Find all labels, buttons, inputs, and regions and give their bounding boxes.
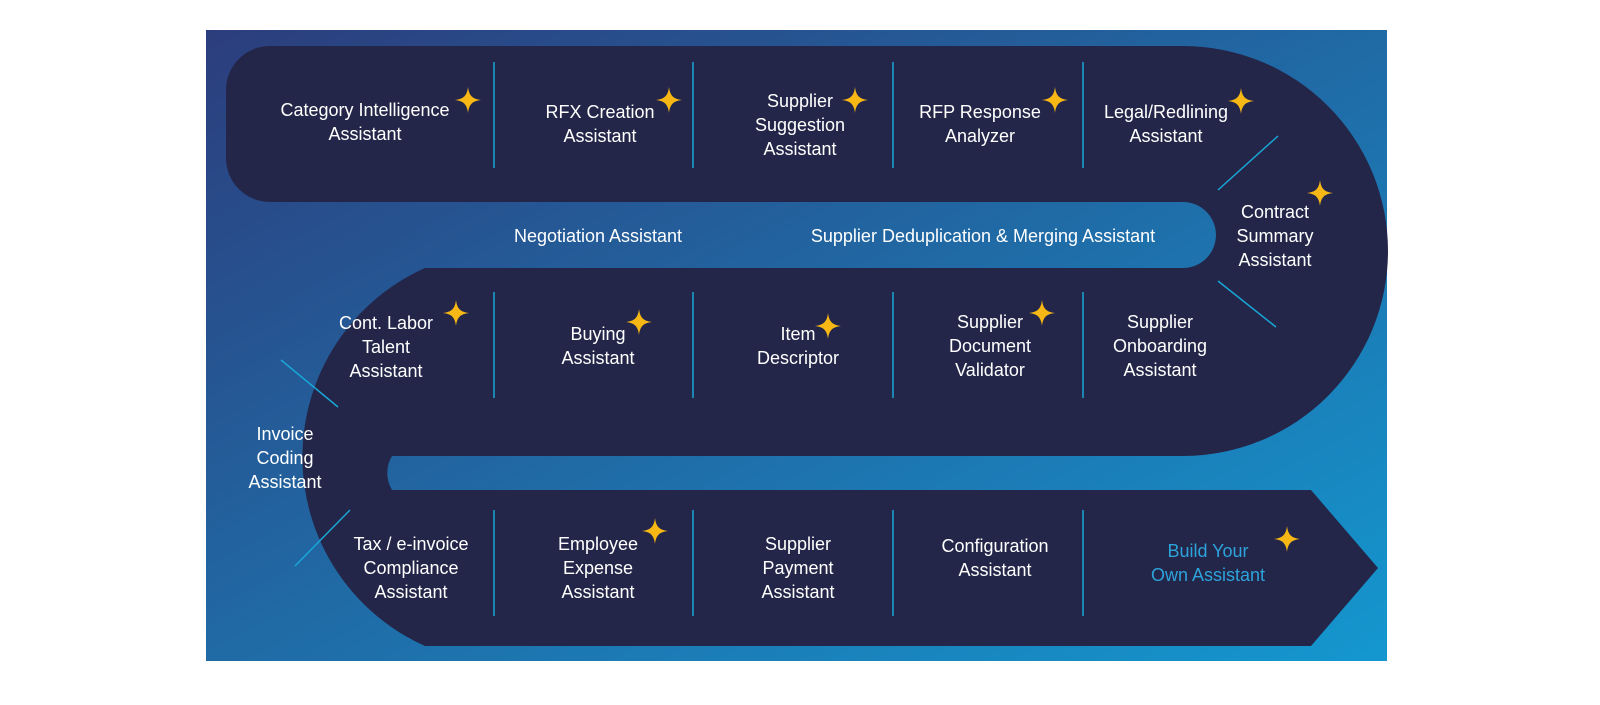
divider-curve-left-lower xyxy=(294,509,351,567)
bottom-step-2: Employee Expense Assistant xyxy=(557,534,639,602)
divider-curve-right-upper xyxy=(1217,135,1279,191)
middle-step-5: Supplier Onboarding Assistant xyxy=(1112,312,1208,380)
bottom-step-5: Build Your Own Assistant xyxy=(1150,541,1266,585)
left-curve-step: Invoice Coding Assistant xyxy=(248,424,322,492)
track-body xyxy=(226,46,1388,646)
sparkle-icon xyxy=(815,313,841,339)
right-curve-step: Contract Summary Assistant xyxy=(1236,202,1314,270)
sparkle-icon xyxy=(1042,87,1068,113)
sparkle-icon xyxy=(455,87,481,113)
sparkle-icon xyxy=(626,309,652,335)
divider-curve-left-upper xyxy=(280,359,339,408)
top-step-1: Category Intelligence Assistant xyxy=(280,100,450,144)
middle-step-3: Item Descriptor xyxy=(756,324,840,368)
sparkle-icon xyxy=(443,300,469,326)
sparkle-icon xyxy=(656,87,682,113)
top-step-2: RFX Creation Assistant xyxy=(545,102,655,146)
sparkle-icon xyxy=(1029,300,1055,326)
sparkle-icon xyxy=(642,518,668,544)
middle-step-1: Cont. Labor Talent Assistant xyxy=(338,313,434,381)
bottom-step-4: Configuration Assistant xyxy=(941,536,1049,580)
notch-mid-1 xyxy=(580,268,616,284)
top-step-3: Supplier Suggestion Assistant xyxy=(754,91,846,159)
notch-top-1 xyxy=(580,187,616,202)
track-path xyxy=(226,46,1388,646)
top-step-5: Legal/Redlining Assistant xyxy=(1103,102,1229,146)
channel-step-2: Supplier Deduplication & Merging Assista… xyxy=(810,226,1156,246)
top-step-4: RFP Response Analyzer xyxy=(919,102,1041,146)
sparkle-icon xyxy=(1274,526,1300,552)
sparkle-icon xyxy=(1228,88,1254,114)
sparkle-icon xyxy=(1307,180,1333,206)
middle-step-2: Buying Assistant xyxy=(561,324,635,368)
bottom-step-1: Tax / e-invoice Compliance Assistant xyxy=(353,534,469,602)
middle-step-4: Supplier Document Validator xyxy=(948,312,1032,380)
sparkle-icon xyxy=(842,87,868,113)
channel-step-1: Negotiation Assistant xyxy=(513,226,683,246)
notch-top-2 xyxy=(778,187,814,202)
bottom-step-3: Supplier Payment Assistant xyxy=(761,534,835,602)
divider-curve-right-lower xyxy=(1217,280,1277,328)
notch-mid-2 xyxy=(1126,268,1162,284)
track-dividers xyxy=(280,62,1279,616)
